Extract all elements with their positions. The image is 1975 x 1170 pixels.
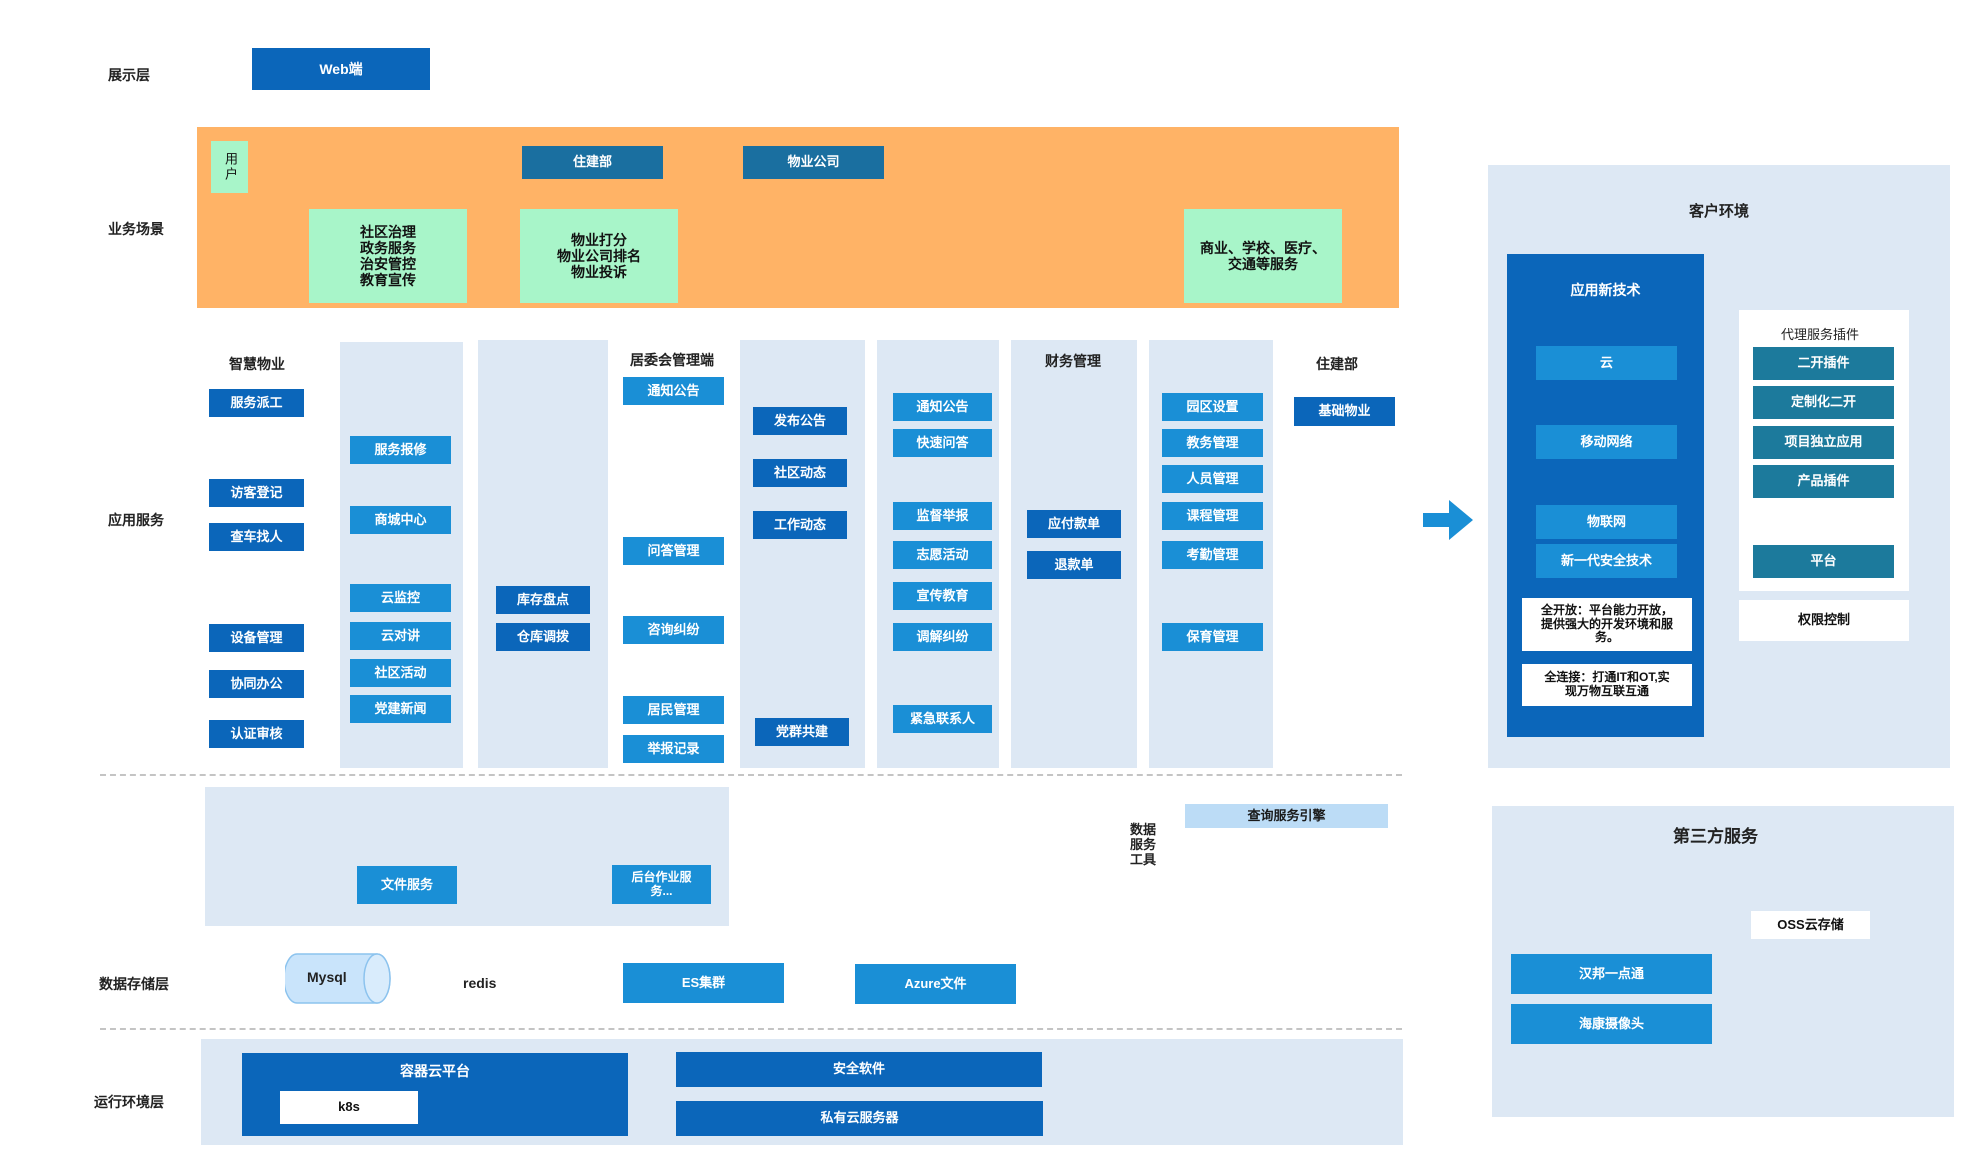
- publish-notice-button[interactable]: 发布公告: [753, 407, 847, 435]
- community-activity-button[interactable]: 社区活动: [350, 659, 451, 687]
- user-label: 用户: [222, 152, 238, 182]
- background-job-button[interactable]: 后台作业服 务...: [612, 865, 711, 904]
- security-tech-button[interactable]: 新一代安全技术: [1536, 544, 1677, 578]
- collaborative-office-button[interactable]: 协同办公: [209, 670, 304, 698]
- emergency-contact-button[interactable]: 紧急联系人: [893, 705, 992, 733]
- device-management-button[interactable]: 设备管理: [209, 624, 304, 652]
- secondary-dev-plugin-button[interactable]: 二开插件: [1753, 347, 1894, 380]
- community-news-button[interactable]: 社区动态: [753, 459, 847, 487]
- report-record-button[interactable]: 举报记录: [623, 735, 724, 763]
- scene-community-governance[interactable]: 社区治理 政务服务 治安管控 教育宣传: [309, 209, 467, 303]
- mobile-network-button[interactable]: 移动网络: [1536, 425, 1677, 459]
- new-tech-title: 应用新技术: [1570, 281, 1641, 298]
- container-platform-label: 容器云平台: [400, 1062, 470, 1079]
- layer-runtime-label: 运行环境层: [94, 1094, 164, 1110]
- app-col-3-panel: [478, 340, 608, 768]
- consult-dispute-button[interactable]: 咨询纠纷: [623, 616, 724, 644]
- permission-control-box[interactable]: 权限控制: [1739, 600, 1909, 641]
- right-arrow-icon: [1423, 500, 1475, 540]
- qa-management-button[interactable]: 问答管理: [623, 537, 724, 565]
- payable-button[interactable]: 应付款单: [1027, 510, 1121, 538]
- staff-management-button[interactable]: 人员管理: [1162, 465, 1263, 493]
- refund-button[interactable]: 退款单: [1027, 551, 1121, 579]
- backend-services-panel: [205, 787, 729, 926]
- supervise-report-button[interactable]: 监督举报: [893, 502, 992, 530]
- service-dispatch-button[interactable]: 服务派工: [209, 389, 304, 417]
- web-client-box[interactable]: Web端: [252, 48, 430, 90]
- data-service-tools-label: 数据 服务 工具: [1130, 822, 1157, 867]
- security-software-button[interactable]: 安全软件: [676, 1052, 1042, 1087]
- volunteer-activity-button[interactable]: 志愿活动: [893, 541, 992, 569]
- platform-button[interactable]: 平台: [1753, 545, 1894, 578]
- inventory-check-button[interactable]: 库存盘点: [496, 586, 590, 614]
- full-connect-note: 全连接：打通IT和OT,实 现万物互联互通: [1522, 664, 1692, 706]
- mediation-dispute-button[interactable]: 调解纠纷: [893, 623, 992, 651]
- publicity-education-button[interactable]: 宣传教育: [893, 582, 992, 610]
- mall-center-button[interactable]: 商城中心: [350, 506, 451, 534]
- scene-property-rating[interactable]: 物业打分 物业公司排名 物业投诉: [520, 209, 678, 303]
- attendance-management-button[interactable]: 考勤管理: [1162, 541, 1263, 569]
- childcare-management-button[interactable]: 保育管理: [1162, 623, 1263, 651]
- mysql-cylinder[interactable]: Mysql: [283, 953, 391, 1004]
- visitor-register-button[interactable]: 访客登记: [209, 479, 304, 507]
- mysql-label: Mysql: [307, 969, 347, 985]
- iot-button[interactable]: 物联网: [1536, 505, 1677, 539]
- cloud-intercom-button[interactable]: 云对讲: [350, 622, 451, 650]
- database-icon: [283, 953, 391, 1004]
- smart-property-title: 智慧物业: [229, 356, 285, 372]
- file-service-button[interactable]: 文件服务: [357, 866, 457, 904]
- work-news-button[interactable]: 工作动态: [753, 511, 847, 539]
- cloud-tech-button[interactable]: 云: [1536, 346, 1677, 380]
- private-cloud-server-button[interactable]: 私有云服务器: [676, 1101, 1043, 1136]
- query-engine-button[interactable]: 查询服务引擎: [1185, 804, 1388, 828]
- academic-management-button[interactable]: 教务管理: [1162, 429, 1263, 457]
- agent-plugins-title: 代理服务插件: [1781, 327, 1860, 342]
- cloud-monitor-button[interactable]: 云监控: [350, 584, 451, 612]
- gov-app-title: 住建部: [1316, 356, 1358, 372]
- hikvision-camera-button[interactable]: 海康摄像头: [1511, 1004, 1712, 1044]
- party-build-button[interactable]: 党群共建: [755, 718, 849, 746]
- customer-env-title: 客户环境: [1689, 203, 1750, 220]
- new-tech-panel: [1507, 254, 1704, 737]
- standalone-app-button[interactable]: 项目独立应用: [1753, 426, 1894, 459]
- quick-qa-button[interactable]: 快速问答: [893, 429, 992, 457]
- hanbang-button[interactable]: 汉邦一点通: [1511, 954, 1712, 994]
- resident-management-button[interactable]: 居民管理: [623, 696, 724, 724]
- resident-notice-button[interactable]: 通知公告: [893, 393, 992, 421]
- user-tag: 用户: [211, 141, 248, 193]
- scene-commercial-services[interactable]: 商业、学校、医疗、 交通等服务: [1184, 209, 1342, 303]
- property-company-box[interactable]: 物业公司: [743, 146, 884, 179]
- warehouse-transfer-button[interactable]: 仓库调拨: [496, 623, 590, 651]
- committee-notice-button[interactable]: 通知公告: [623, 377, 724, 405]
- layer-business-label: 业务场景: [108, 221, 164, 237]
- course-management-button[interactable]: 课程管理: [1162, 502, 1263, 530]
- es-cluster-button[interactable]: ES集群: [623, 963, 784, 1003]
- product-plugin-button[interactable]: 产品插件: [1753, 465, 1894, 498]
- k8s-box[interactable]: k8s: [280, 1091, 418, 1124]
- layer-storage-label: 数据存储层: [99, 976, 169, 992]
- azure-file-button[interactable]: Azure文件: [855, 964, 1016, 1004]
- third-party-title: 第三方服务: [1673, 827, 1758, 846]
- finance-title: 财务管理: [1045, 353, 1101, 369]
- basic-property-button[interactable]: 基础物业: [1294, 397, 1395, 426]
- auth-review-button[interactable]: 认证审核: [209, 720, 304, 748]
- committee-title: 居委会管理端: [630, 352, 714, 368]
- app-col-5-panel: [740, 340, 865, 768]
- park-settings-button[interactable]: 园区设置: [1162, 393, 1263, 421]
- service-repair-button[interactable]: 服务报修: [350, 436, 451, 464]
- container-platform-box[interactable]: 容器云平台 k8s: [242, 1053, 628, 1136]
- party-news-button[interactable]: 党建新闻: [350, 695, 451, 723]
- vehicle-search-button[interactable]: 查车找人: [209, 523, 304, 551]
- redis-label: redis: [463, 975, 497, 991]
- gov-box[interactable]: 住建部: [522, 146, 663, 179]
- custom-dev-button[interactable]: 定制化二开: [1753, 386, 1894, 419]
- separator-storage-runtime: [100, 1028, 1402, 1030]
- open-platform-note: 全开放：平台能力开放， 提供强大的开发环境和服 务。: [1522, 598, 1692, 651]
- oss-storage-box[interactable]: OSS云存储: [1751, 911, 1870, 939]
- layer-presentation-label: 展示层: [108, 67, 150, 83]
- layer-app-label: 应用服务: [108, 512, 164, 528]
- separator-app-services: [100, 774, 1402, 776]
